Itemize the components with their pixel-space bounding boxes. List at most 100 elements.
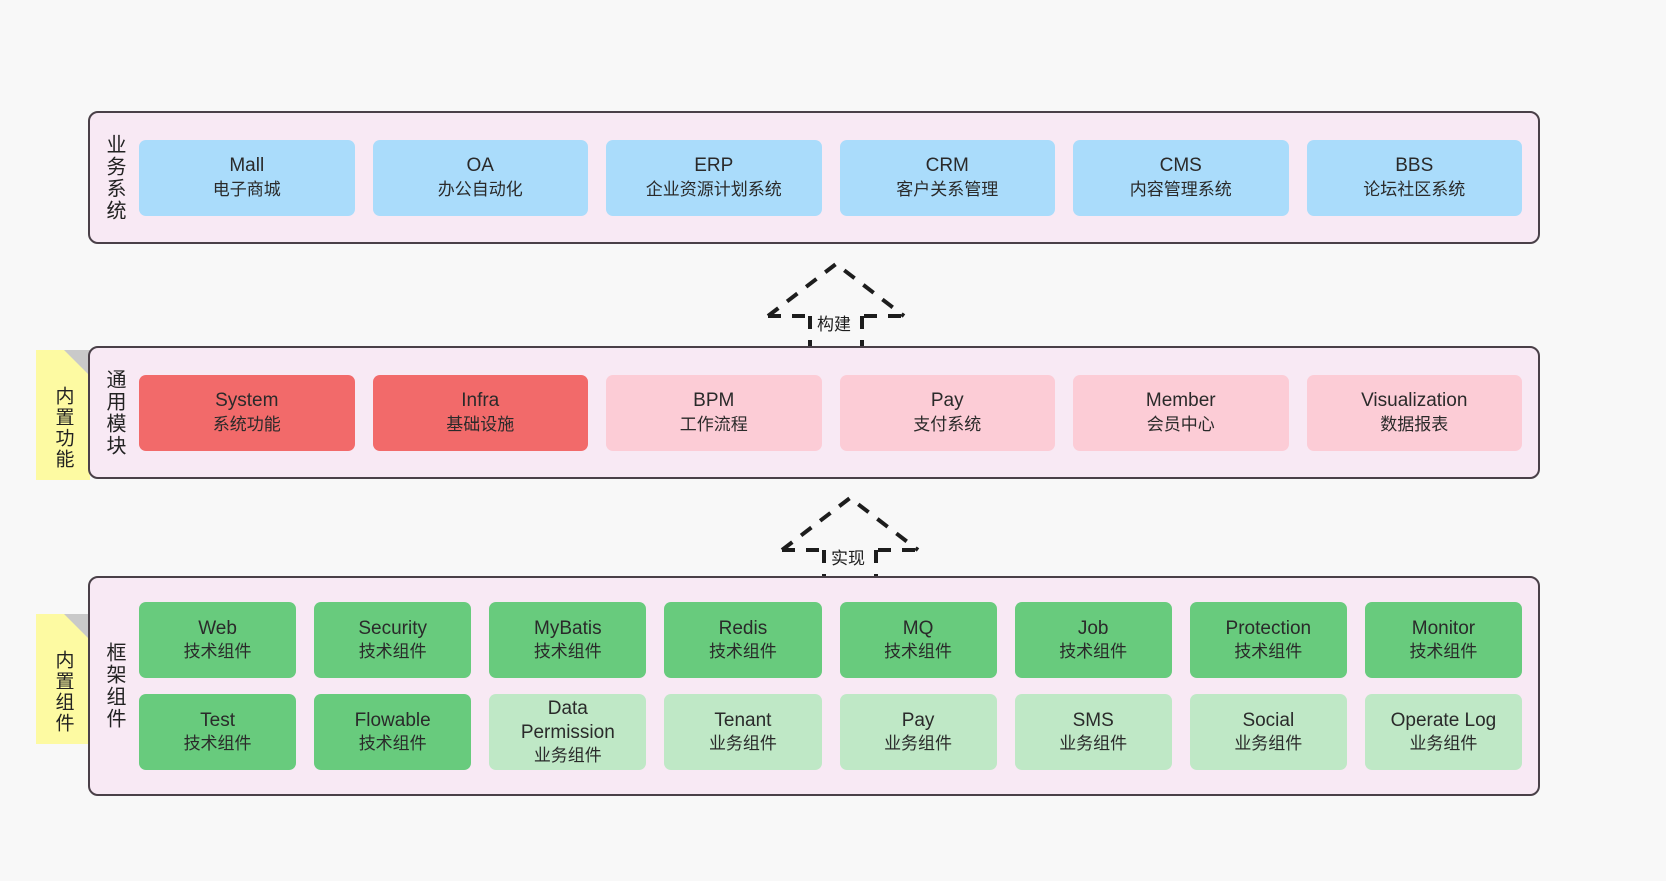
node-bpm[interactable]: BPM 工作流程 [606, 374, 822, 451]
node-oa-cn: 办公自动化 [437, 179, 523, 199]
node-web-cn: 技术组件 [183, 642, 252, 662]
node-protection[interactable]: Protection 技术组件 [1189, 602, 1347, 678]
node-data-permission[interactable]: Data Permission 业务组件 [489, 694, 647, 770]
node-visualization-en: Visualization [1361, 390, 1468, 412]
node-data-permission-cn: 业务组件 [533, 746, 602, 766]
node-system[interactable]: System 系统功能 [139, 374, 355, 451]
layer-common-modules-body: System 系统功能 Infra 基础设施 BPM 工作流程 Pay 支付系统… [135, 348, 1538, 477]
node-test[interactable]: Test 技术组件 [139, 694, 297, 770]
node-tenant-cn: 业务组件 [708, 734, 777, 754]
node-pay-module-en: Pay [930, 390, 964, 412]
layer-business-system-body: Mall 电子商城 OA 办公自动化 ERP 企业资源计划系统 CRM 客户关系… [135, 113, 1538, 242]
node-social[interactable]: Social 业务组件 [1189, 694, 1347, 770]
connector-build-label: 构建 [814, 310, 854, 335]
node-data-permission-en: Data Permission [520, 697, 615, 744]
node-operate-log-en: Operate Log [1390, 709, 1497, 731]
node-protection-cn: 技术组件 [1234, 642, 1303, 662]
node-system-en: System [215, 390, 279, 412]
node-infra[interactable]: Infra 基础设施 [372, 374, 588, 451]
framework-node-row-1: Web 技术组件 Security 技术组件 MyBatis 技术组件 Redi… [139, 602, 1522, 678]
node-visualization-cn: 数据报表 [1380, 414, 1449, 434]
node-security-en: Security [358, 617, 427, 639]
node-protection-en: Protection [1225, 617, 1312, 639]
node-flowable[interactable]: Flowable 技术组件 [314, 694, 472, 770]
node-mq[interactable]: MQ 技术组件 [839, 602, 997, 678]
sticky-note-builtin-components-text: 内置组件 [52, 650, 74, 734]
node-visualization[interactable]: Visualization 数据报表 [1306, 374, 1522, 451]
sticky-note-builtin-components: 内置组件 [36, 614, 90, 744]
node-crm-en: CRM [925, 155, 969, 177]
node-tenant[interactable]: Tenant 业务组件 [664, 694, 822, 770]
node-job[interactable]: Job 技术组件 [1014, 602, 1172, 678]
node-operate-log[interactable]: Operate Log 业务组件 [1364, 694, 1522, 770]
sticky-note-builtin-features: 内置功能 [36, 350, 90, 480]
node-mybatis[interactable]: MyBatis 技术组件 [489, 602, 647, 678]
node-cms[interactable]: CMS 内容管理系统 [1073, 139, 1289, 216]
layer-framework-components-caption: 框架组件 [103, 642, 125, 730]
node-sms[interactable]: SMS 业务组件 [1014, 694, 1172, 770]
sticky-note-builtin-features-text: 内置功能 [52, 386, 74, 470]
node-pay-module[interactable]: Pay 支付系统 [839, 374, 1055, 451]
node-security-cn: 技术组件 [358, 642, 427, 662]
layer-framework-components: 框架组件 Web 技术组件 Security 技术组件 MyBatis 技术组件… [88, 576, 1540, 796]
node-monitor-en: Monitor [1411, 617, 1476, 639]
node-infra-cn: 基础设施 [446, 414, 515, 434]
node-pay-component[interactable]: Pay 业务组件 [839, 694, 997, 770]
node-web[interactable]: Web 技术组件 [139, 602, 297, 678]
node-system-cn: 系统功能 [212, 414, 281, 434]
node-flowable-cn: 技术组件 [358, 734, 427, 754]
module-node-row: System 系统功能 Infra 基础设施 BPM 工作流程 Pay 支付系统… [139, 374, 1522, 451]
connector-build-arrow: 构建 [758, 258, 918, 350]
node-bbs[interactable]: BBS 论坛社区系统 [1306, 139, 1522, 216]
node-pay-component-en: Pay [901, 709, 935, 731]
node-social-cn: 业务组件 [1234, 734, 1303, 754]
node-mall[interactable]: Mall 电子商城 [139, 139, 355, 216]
node-tenant-en: Tenant [714, 709, 772, 731]
node-bpm-en: BPM [693, 390, 735, 412]
node-bbs-cn: 论坛社区系统 [1363, 179, 1466, 199]
node-crm[interactable]: CRM 客户关系管理 [839, 139, 1055, 216]
connector-implement-arrow: 实现 [772, 492, 932, 584]
node-pay-component-cn: 业务组件 [884, 734, 953, 754]
node-mq-cn: 技术组件 [884, 642, 953, 662]
node-security[interactable]: Security 技术组件 [314, 602, 472, 678]
node-member[interactable]: Member 会员中心 [1073, 374, 1289, 451]
node-mybatis-en: MyBatis [534, 617, 602, 639]
node-member-en: Member [1145, 390, 1216, 412]
node-sms-cn: 业务组件 [1059, 734, 1128, 754]
node-crm-cn: 客户关系管理 [896, 179, 999, 199]
connector-implement-label: 实现 [828, 544, 868, 569]
node-oa[interactable]: OA 办公自动化 [372, 139, 588, 216]
node-monitor[interactable]: Monitor 技术组件 [1364, 602, 1522, 678]
node-mall-cn: 电子商城 [212, 179, 281, 199]
node-erp-en: ERP [694, 155, 734, 177]
node-job-cn: 技术组件 [1059, 642, 1128, 662]
node-monitor-cn: 技术组件 [1409, 642, 1478, 662]
node-flowable-en: Flowable [354, 709, 431, 731]
layer-business-system-caption: 业务系统 [103, 133, 125, 222]
node-operate-log-cn: 业务组件 [1409, 734, 1478, 754]
layer-business-system: 业务系统 Mall 电子商城 OA 办公自动化 ERP 企业资源计划系统 CRM… [88, 111, 1540, 244]
node-cms-cn: 内容管理系统 [1129, 179, 1232, 199]
node-redis-cn: 技术组件 [708, 642, 777, 662]
layer-common-modules-caption: 通用模块 [103, 368, 125, 457]
node-mall-en: Mall [229, 155, 265, 177]
sticky-fold-icon [64, 350, 90, 376]
framework-node-row-2: Test 技术组件 Flowable 技术组件 Data Permission … [139, 694, 1522, 770]
node-mq-en: MQ [902, 617, 934, 639]
node-pay-module-cn: 支付系统 [913, 414, 982, 434]
node-bbs-en: BBS [1395, 155, 1434, 177]
node-infra-en: Infra [461, 390, 500, 412]
node-bpm-cn: 工作流程 [679, 414, 748, 434]
layer-framework-components-body: Web 技术组件 Security 技术组件 MyBatis 技术组件 Redi… [135, 578, 1538, 794]
node-redis[interactable]: Redis 技术组件 [664, 602, 822, 678]
layer-common-modules: 通用模块 System 系统功能 Infra 基础设施 BPM 工作流程 Pay… [88, 346, 1540, 479]
node-web-en: Web [198, 617, 237, 639]
node-social-en: Social [1242, 709, 1295, 731]
node-erp-cn: 企业资源计划系统 [645, 179, 782, 199]
sticky-fold-icon [64, 614, 90, 640]
node-erp[interactable]: ERP 企业资源计划系统 [606, 139, 822, 216]
node-test-cn: 技术组件 [183, 734, 252, 754]
node-oa-en: OA [466, 155, 494, 177]
